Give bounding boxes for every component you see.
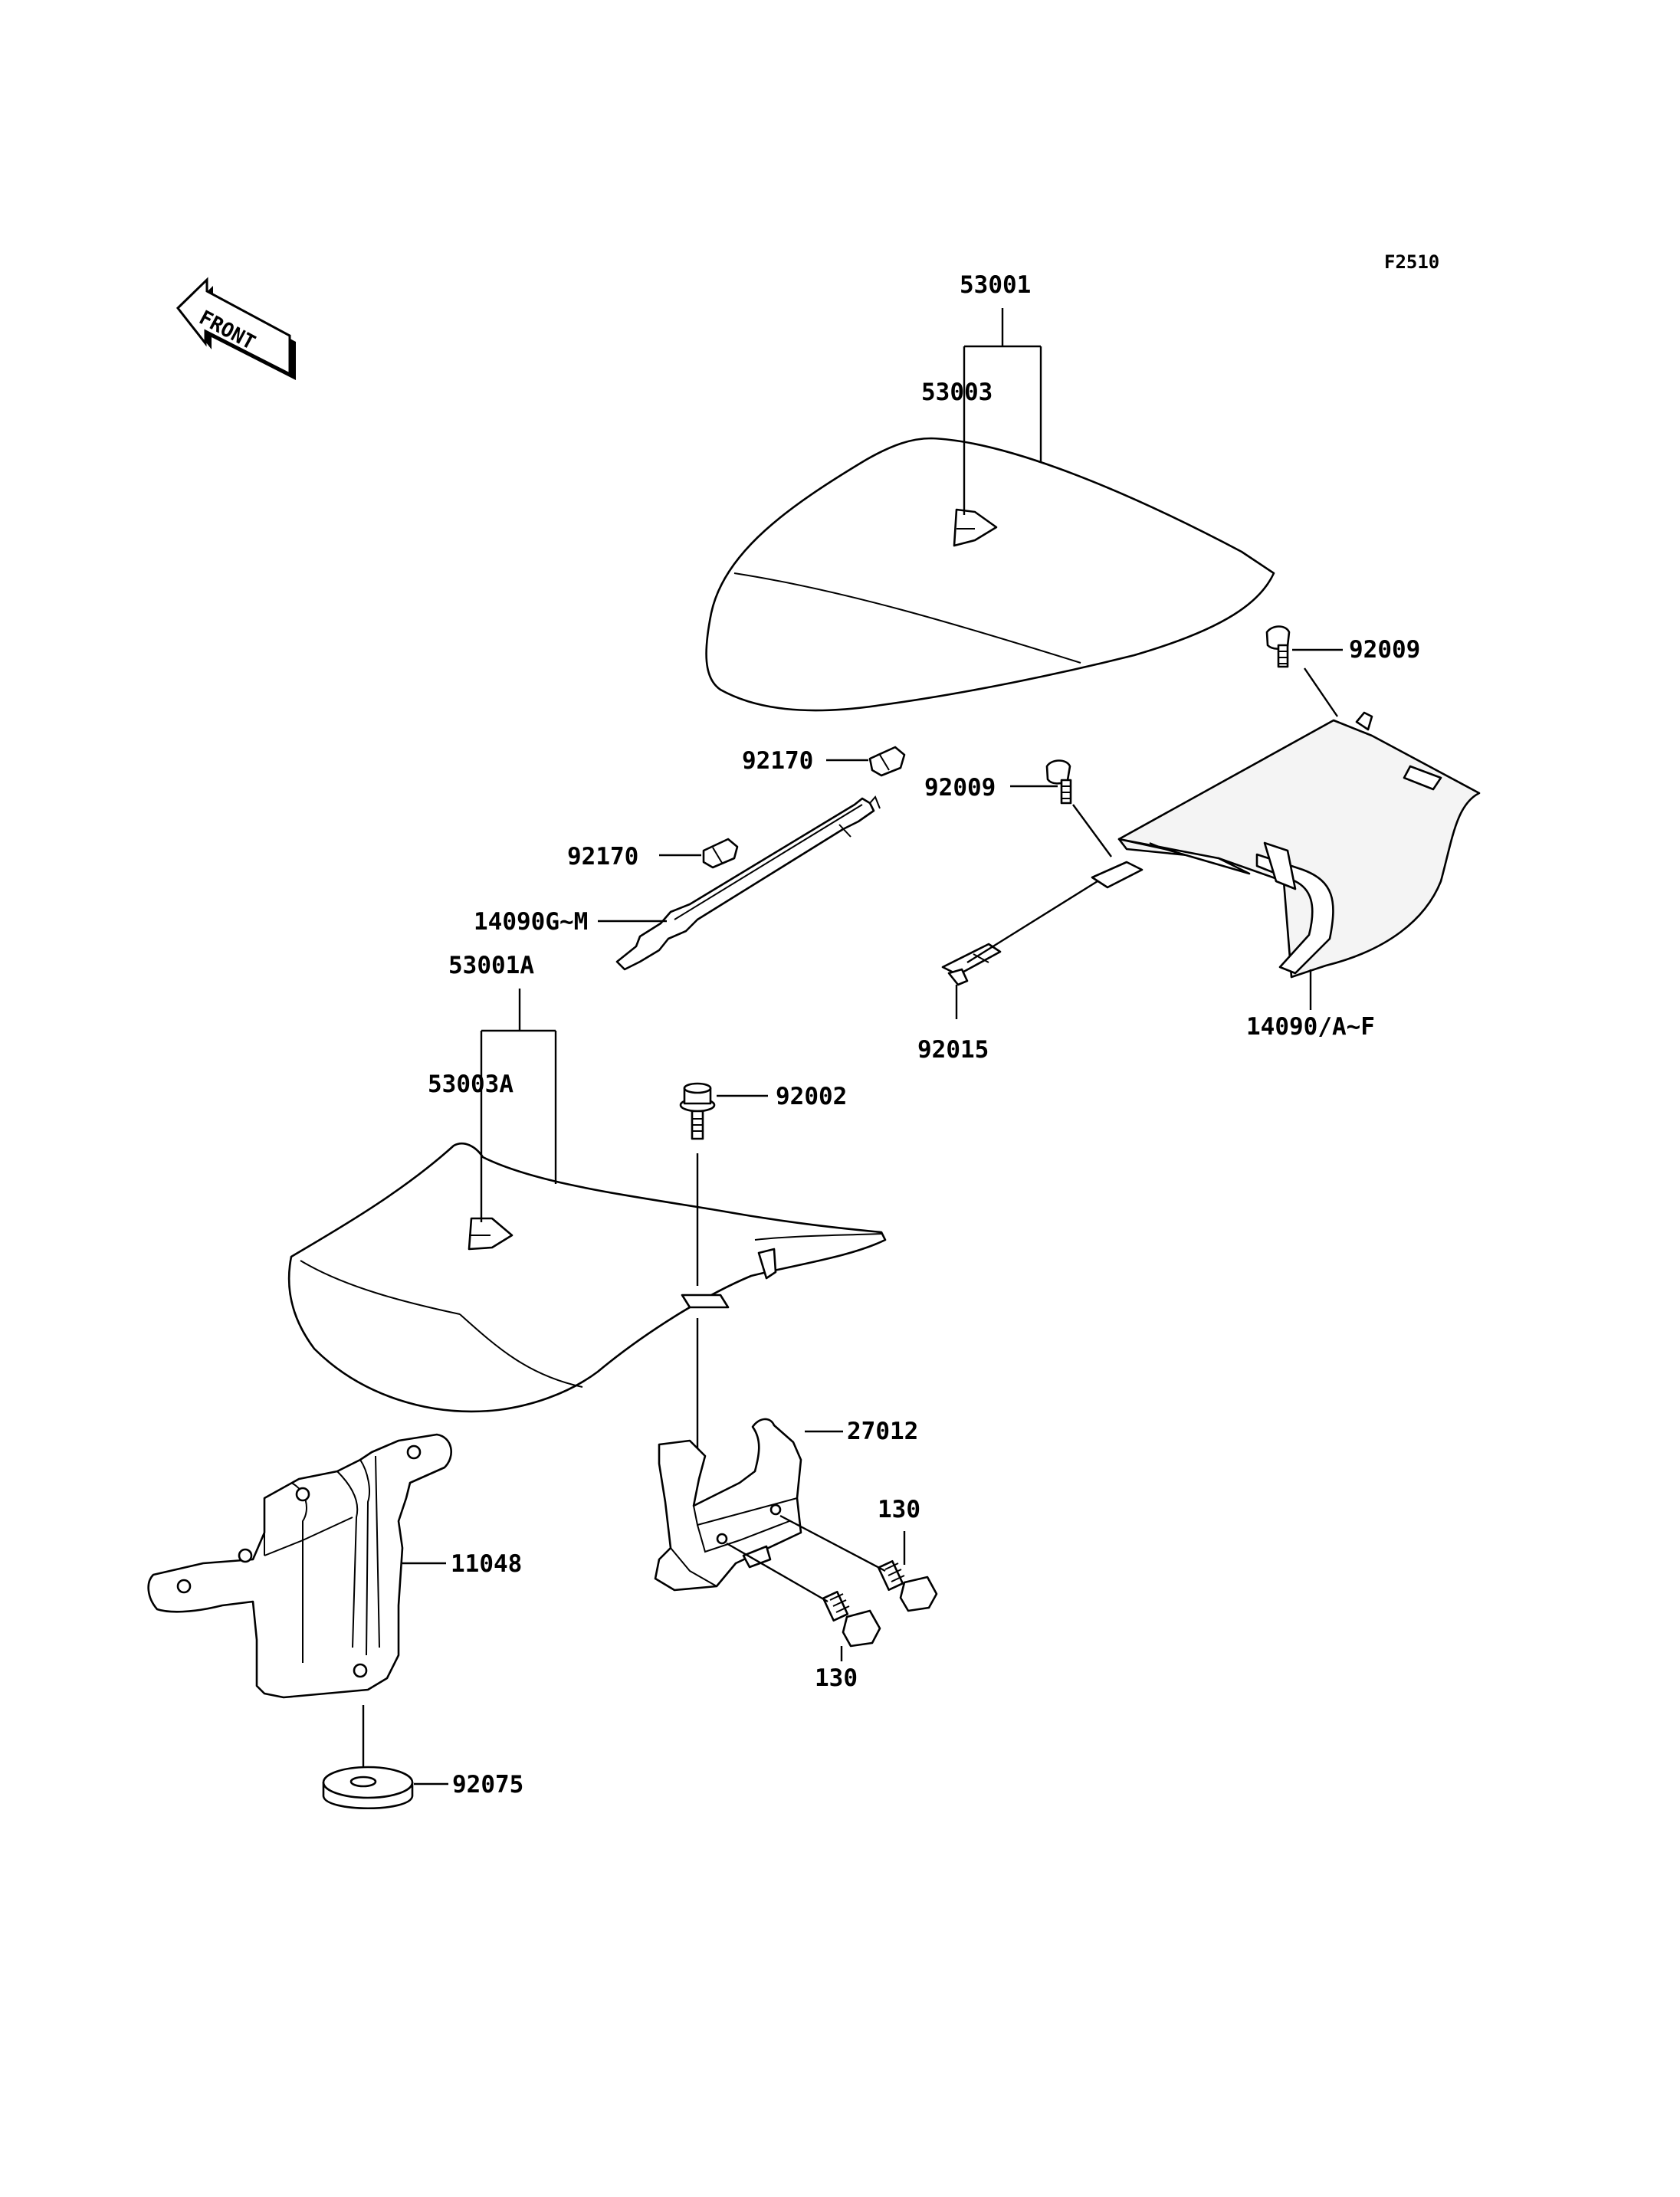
clip-92170-upper [868, 746, 906, 777]
seat-bracket-27012 [654, 1418, 802, 1592]
label-27012: 27012 [847, 1418, 918, 1445]
rear-seat [705, 437, 1275, 712]
bolt-92002 [679, 1082, 716, 1140]
label-92009-middle: 92009 [924, 774, 996, 802]
clip-92170-lower [702, 838, 739, 869]
front-direction-arrow-icon: FRONT [176, 277, 296, 380]
bolt-130-upper [877, 1559, 938, 1612]
screw-92009-middle [1045, 759, 1072, 805]
clip-92015 [941, 943, 1002, 986]
seat-lock-bracket-11048 [147, 1433, 452, 1699]
damper-92075 [322, 1766, 414, 1809]
screw-92009-upper [1265, 625, 1291, 668]
label-53003: 53003 [921, 379, 993, 406]
figure-code: F2510 [1384, 251, 1439, 273]
label-92009-upper: 92009 [1349, 636, 1420, 664]
label-92170-upper: 92170 [742, 747, 813, 775]
label-130-upper: 130 [878, 1496, 920, 1523]
front-seat [287, 1142, 887, 1413]
label-92170-lower: 92170 [567, 843, 638, 871]
trim-strip-14090g-m [615, 795, 881, 971]
label-11048: 11048 [451, 1550, 522, 1578]
label-53001: 53001 [960, 271, 1031, 299]
label-53003a: 53003A [428, 1071, 514, 1098]
label-14090g-m: 14090G~M [474, 908, 588, 936]
label-92015: 92015 [917, 1036, 989, 1064]
label-53001a: 53001A [448, 952, 534, 979]
label-130-lower: 130 [815, 1664, 858, 1692]
bolt-130-lower [822, 1590, 881, 1648]
rear-cowl [1091, 711, 1481, 979]
label-14090-a-f: 14090/A~F [1246, 1013, 1375, 1041]
label-92075: 92075 [452, 1771, 523, 1799]
label-92002: 92002 [776, 1083, 847, 1110]
